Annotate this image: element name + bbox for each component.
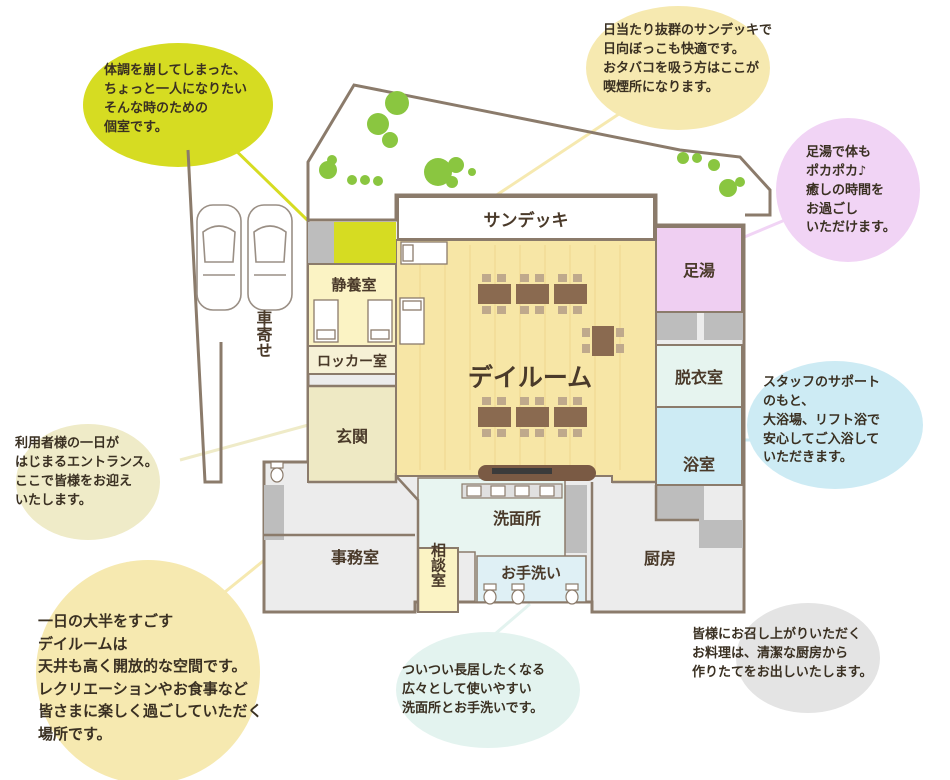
bubble-senmen bbox=[396, 632, 580, 748]
room-label-yokushitsu: 浴室 bbox=[683, 455, 715, 474]
parking-cars bbox=[196, 204, 293, 311]
ashiyu-area bbox=[655, 226, 743, 313]
bubble-sundeck bbox=[586, 6, 770, 130]
room-label-chubo: 厨房 bbox=[644, 549, 676, 568]
note-seiyo: 体調を崩してしまった、 ちょっと一人になりたい そんな時のための 個室です。 bbox=[104, 63, 248, 135]
note-senmen: ついつい長居したくなる 広々として使いやすい 洗面所とお手洗いです。 bbox=[402, 663, 546, 716]
yokushitsu-area bbox=[655, 406, 743, 486]
note-chubo: 皆様にお召し上がりいただく お料理は、清潔な厨房から 作りたてをお出しいたします… bbox=[692, 627, 873, 680]
garden-trees bbox=[319, 91, 745, 197]
room-label-locker: ロッカー室 bbox=[317, 353, 387, 370]
car-icon bbox=[196, 204, 242, 311]
bubble-seiyo bbox=[83, 43, 273, 167]
room-label-sodanshitsu: 相談室 bbox=[429, 542, 447, 588]
note-yokushitsu: スタッフのサポート のもと、 大浴場、リフト浴で 安心してご入浴して いただきま… bbox=[763, 375, 881, 466]
site-boundary bbox=[186, 83, 772, 484]
gray-blocks bbox=[264, 222, 743, 553]
bed-icon bbox=[399, 297, 425, 345]
toilet-icon bbox=[511, 583, 525, 605]
room-label-datsuishitsu: 脱衣室 bbox=[675, 368, 723, 387]
bubble-ashiyu bbox=[776, 118, 920, 262]
note-sundeck: 日当たり抜群のサンデッキで 日向ぼっこも快適です。 おタバコを吸う方はここが 喫… bbox=[603, 23, 773, 95]
toilet-icon bbox=[565, 583, 579, 605]
toilet-icon bbox=[270, 461, 284, 483]
room-label-senmenjo: 洗面所 bbox=[493, 509, 541, 528]
bed-icon bbox=[400, 241, 448, 265]
room-label-ashiyu: 足湯 bbox=[683, 261, 715, 280]
room-labels: サンデッキ 足湯 静養室 ロッカー室 デイルーム 脱衣室 浴室 玄関 洗面所 事… bbox=[254, 210, 724, 588]
toilet-icon bbox=[483, 583, 497, 605]
bed-icon bbox=[367, 299, 393, 343]
car-icon bbox=[247, 204, 293, 311]
room-label-jimushitsu: 事務室 bbox=[331, 548, 379, 567]
interior-walls bbox=[264, 384, 699, 612]
sink-row bbox=[461, 483, 563, 499]
room-label-sundeck: サンデッキ bbox=[484, 210, 569, 231]
room-label-otearai: お手洗い bbox=[501, 564, 561, 582]
room-label-kuruma-yose: 車寄せ bbox=[254, 309, 273, 358]
note-ashiyu: 足湯で体も ポカポカ♪ 癒しの時間を お過ごし いただけます。 bbox=[806, 145, 896, 236]
chair-icon bbox=[482, 274, 624, 437]
counter bbox=[478, 465, 596, 481]
dining-furniture bbox=[478, 274, 624, 437]
note-dayroom: 一日の大半をすごす デイルームは 天井も高く開放的な空間です。 レクリエーション… bbox=[38, 612, 263, 743]
sundeck-area bbox=[397, 196, 655, 240]
note-genkan: 利用者様の一日が はじまるエントランス。 ここで皆様をお迎え いたします。 bbox=[15, 436, 158, 508]
table-icon bbox=[478, 284, 614, 427]
sink-icon bbox=[466, 485, 555, 497]
callout-bubbles bbox=[16, 6, 923, 780]
room-label-genkan: 玄関 bbox=[336, 427, 368, 446]
toilets bbox=[270, 461, 579, 605]
tree-icon bbox=[319, 91, 745, 197]
room-label-seiyoshitsu: 静養室 bbox=[331, 276, 376, 294]
datsuishitsu-area bbox=[655, 344, 743, 408]
genkan-area bbox=[307, 385, 397, 483]
room-label-dayroom: デイルーム bbox=[468, 363, 592, 392]
bubble-genkan bbox=[16, 424, 160, 540]
seiyo-accent bbox=[334, 222, 396, 264]
bubble-chubo bbox=[736, 603, 880, 713]
beds bbox=[313, 241, 448, 345]
bed-icon bbox=[313, 299, 339, 343]
locker-area bbox=[307, 345, 397, 375]
bubble-dayroom bbox=[36, 560, 260, 780]
bubble-yokushitsu bbox=[747, 361, 923, 489]
